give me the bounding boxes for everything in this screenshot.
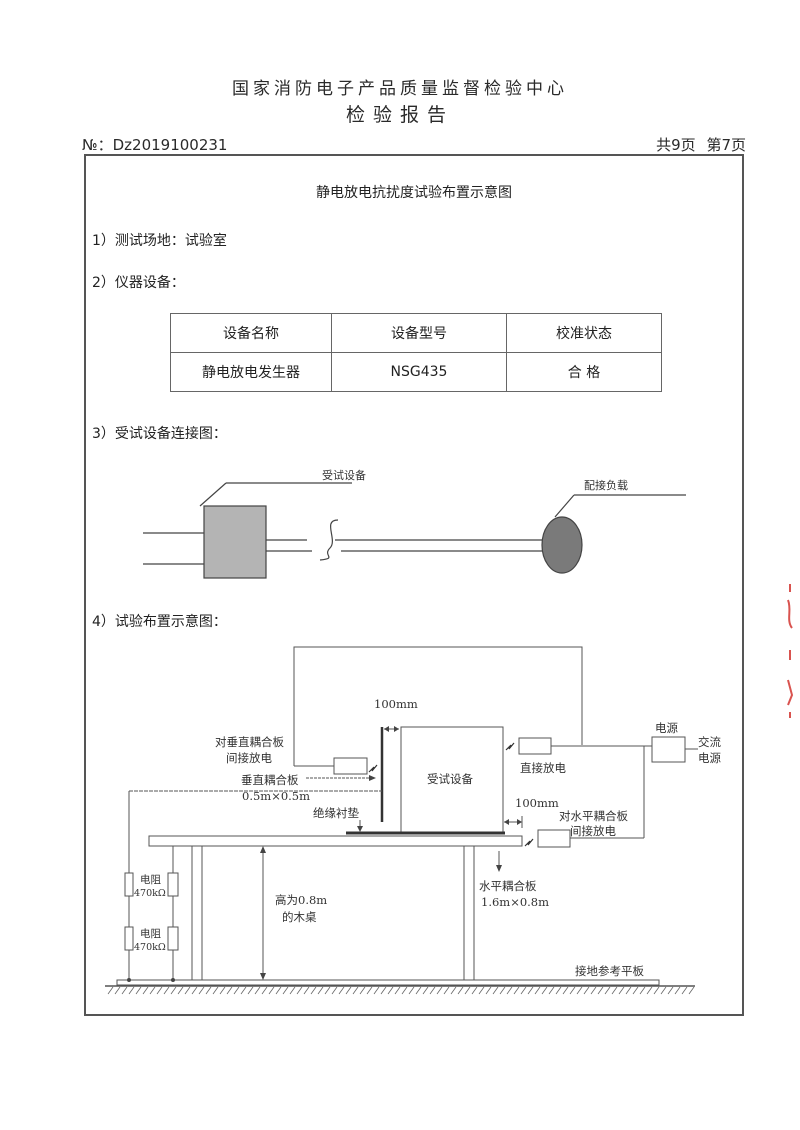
- page-indicator: 共9页 第7页: [656, 134, 746, 155]
- content-frame: [84, 154, 744, 1016]
- table-row: 静电放电发生器 NSG435 合 格: [170, 352, 662, 392]
- current-page: 第7页: [706, 136, 746, 154]
- stamp-fragment: [787, 584, 794, 718]
- header-cell: 设备名称: [170, 313, 332, 353]
- table-header-row: 设备名称 设备型号 校准状态: [170, 313, 662, 353]
- organization-name: 国家消防电子产品质量监督检验中心: [232, 79, 568, 99]
- report-number: №：Dz2019100231: [82, 134, 227, 155]
- section-layout-diagram: 4）试验布置示意图：: [92, 614, 227, 630]
- section-test-site: 1）测试场地：试验室: [92, 233, 227, 249]
- header-cell: 校准状态: [506, 313, 662, 353]
- section-equipment: 2）仪器设备：: [92, 275, 185, 291]
- report-title: 检验报告: [345, 104, 454, 126]
- report-number-value: Dz2019100231: [112, 136, 228, 154]
- table-cell: 静电放电发生器: [170, 352, 332, 392]
- header-cell: 设备型号: [331, 313, 507, 353]
- table-cell: 合 格: [506, 352, 662, 392]
- report-number-label: №：: [82, 136, 113, 154]
- section-connection-diagram: 3）受试设备连接图：: [92, 426, 227, 442]
- figure-title: 静电放电抗扰度试验布置示意图: [316, 185, 512, 201]
- equipment-table: 设备名称 设备型号 校准状态 静电放电发生器 NSG435 合 格: [170, 313, 662, 392]
- table-cell: NSG435: [331, 352, 507, 392]
- total-pages: 共9页: [656, 136, 696, 154]
